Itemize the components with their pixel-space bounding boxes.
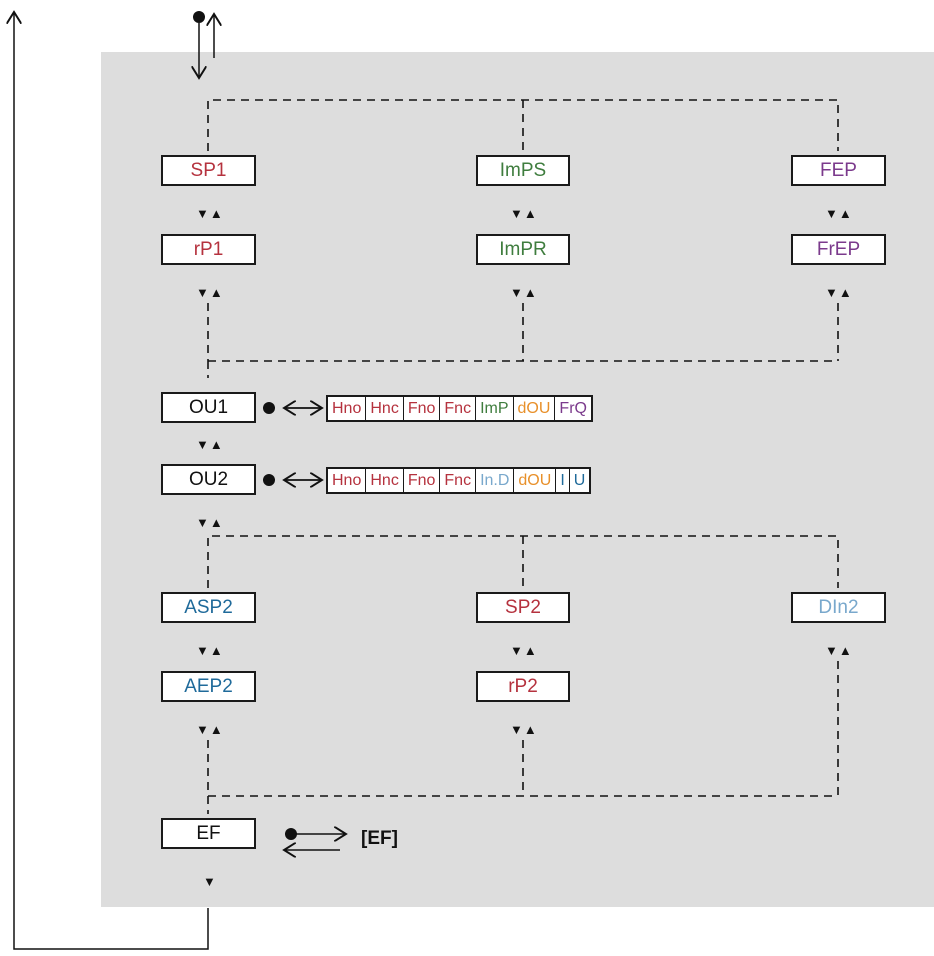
ef-box[interactable]: EF: [161, 818, 256, 849]
impr-box[interactable]: ImPR: [476, 234, 570, 265]
ou2-options-option[interactable]: Hno: [328, 469, 367, 492]
ou2-options-option[interactable]: U: [573, 471, 586, 489]
nav-arrows: ▼▲: [196, 643, 224, 658]
ou1-options-option[interactable]: ImP: [476, 397, 514, 420]
ou2-options-option[interactable]: dOU: [514, 469, 557, 492]
sp2-label: SP2: [505, 596, 541, 618]
nav-arrows: ▼▲: [510, 643, 538, 658]
dashed-group-top: [207, 99, 839, 378]
rp1-label: rP1: [193, 238, 224, 260]
ou2-options-option[interactable]: In.D: [476, 469, 515, 492]
dashed-group-bottom: [207, 535, 839, 814]
ou1-label: OU1: [188, 396, 229, 418]
nav-arrows: ▼▲: [510, 206, 538, 221]
nav-arrows: ▼▲: [825, 206, 853, 221]
asp2-box[interactable]: ASP2: [161, 592, 256, 623]
ou1-options-option[interactable]: dOU: [514, 397, 556, 420]
imps-box[interactable]: ImPS: [476, 155, 570, 186]
frep-label: FrEP: [816, 238, 861, 260]
impr-label: ImPR: [499, 238, 547, 260]
ou2-box[interactable]: OU2: [161, 464, 256, 495]
ef-arrows: [284, 834, 346, 850]
rp2-box[interactable]: rP2: [476, 671, 570, 702]
aep2-box[interactable]: AEP2: [161, 671, 256, 702]
ef-label: EF: [196, 822, 221, 844]
down-arrow-icon: ▼: [203, 874, 217, 889]
nav-arrows: ▼▲: [196, 285, 224, 300]
ef-target-label: [EF]: [361, 828, 398, 849]
ef-dot-icon: [285, 828, 297, 840]
ou1-options-option[interactable]: FrQ: [559, 399, 587, 417]
nav-arrows: ▼▲: [196, 722, 224, 737]
ou1-options-option[interactable]: Fnc: [440, 397, 477, 420]
sp2-box[interactable]: SP2: [476, 592, 570, 623]
entry-dot-icon: [193, 11, 205, 23]
ou1-box[interactable]: OU1: [161, 392, 256, 423]
return-loop-line: [14, 12, 209, 950]
fep-box[interactable]: FEP: [791, 155, 886, 186]
nav-arrows: ▼▲: [196, 437, 224, 452]
frep-box[interactable]: FrEP: [791, 234, 886, 265]
nav-arrows: ▼▲: [510, 722, 538, 737]
sp1-box[interactable]: SP1: [161, 155, 256, 186]
ou2-options-option[interactable]: I: [556, 469, 570, 492]
din2-box[interactable]: DIn2: [791, 592, 886, 623]
nav-arrows: ▼▲: [825, 285, 853, 300]
ou2-options-option[interactable]: Fno: [404, 469, 441, 492]
din2-label: DIn2: [818, 596, 859, 618]
nav-arrows: ▼▲: [510, 285, 538, 300]
ou2-label: OU2: [188, 468, 229, 490]
nav-arrows: ▼▲: [825, 643, 853, 658]
ou1-options-option[interactable]: Hnc: [366, 397, 404, 420]
ou2-options-option[interactable]: Fnc: [440, 469, 477, 492]
ou1-options-option[interactable]: Fno: [404, 397, 441, 420]
rp2-label: rP2: [508, 675, 538, 697]
nav-arrows: ▼▲: [196, 206, 224, 221]
sp1-label: SP1: [190, 159, 227, 181]
aep2-label: AEP2: [184, 675, 233, 697]
ou2-dot-icon: [263, 474, 275, 486]
nav-arrows: ▼▲: [196, 515, 224, 530]
ou2-options-option[interactable]: Hnc: [366, 469, 404, 492]
imps-label: ImPS: [499, 159, 547, 181]
fep-label: FEP: [820, 159, 857, 181]
ou-double-arrows: [284, 408, 322, 480]
rp1-box[interactable]: rP1: [161, 234, 256, 265]
ou1-options-option[interactable]: Hno: [328, 397, 367, 420]
ou1-dot-icon: [263, 402, 275, 414]
asp2-label: ASP2: [184, 596, 233, 618]
